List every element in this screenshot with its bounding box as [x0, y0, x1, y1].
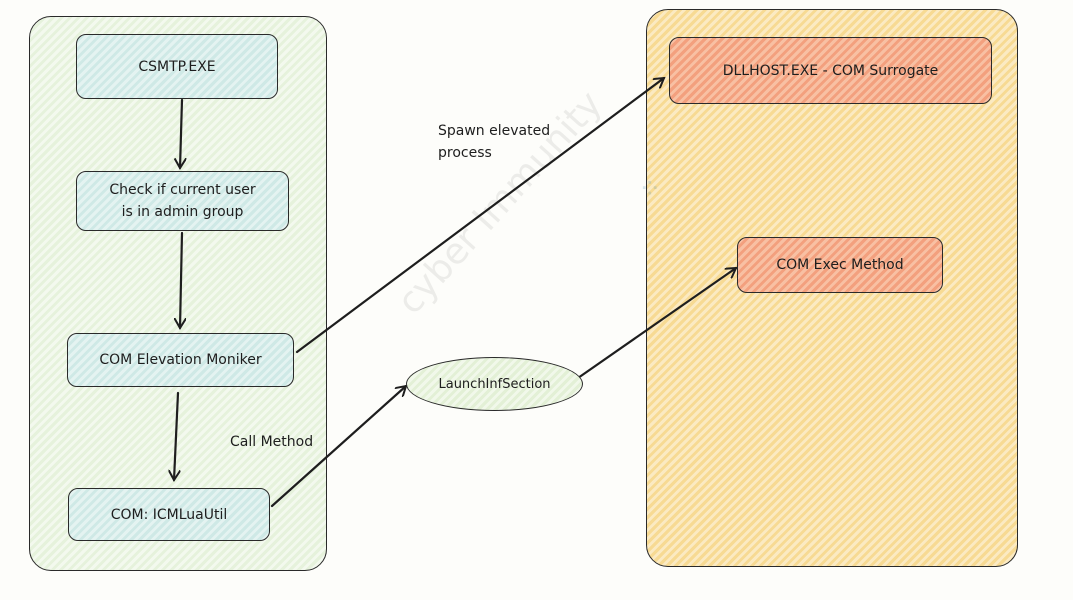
arrow-icmlua-to-launch: [270, 386, 406, 508]
arrow-elevation-to-icmlua: [174, 391, 178, 480]
dllhost-label: DLLHOST.EXE - COM Surrogate: [722, 62, 939, 79]
arrow-launch-to-exec: [576, 268, 736, 380]
com-exec-method-node: COM Exec Method: [737, 237, 943, 293]
com-exec-method-label: COM Exec Method: [776, 257, 904, 273]
spawn-edge-label-line1: Spawn elevated: [438, 123, 551, 139]
network-nodes-icon: ⁘: [638, 172, 662, 205]
check-admin-node: Check if current user is in admin group: [76, 171, 289, 231]
icmluautil-label: COM: ICMLuaUtil: [110, 506, 228, 523]
icmluautil-node: COM: ICMLuaUtil: [68, 488, 270, 541]
spawn-edge-label-line2: process: [438, 145, 492, 161]
arrow-check-to-elevation: [180, 231, 182, 328]
arrow-elevation-to-dllhost: [295, 78, 664, 354]
elevation-moniker-node: COM Elevation Moniker: [67, 333, 294, 387]
launchinfsection-label: LaunchInfSection: [438, 376, 551, 392]
arrow-csmtp-to-check: [180, 98, 182, 168]
elevation-moniker-label: COM Elevation Moniker: [99, 352, 262, 368]
csmtp-label: CSMTP.EXE: [138, 58, 216, 75]
dllhost-node: DLLHOST.EXE - COM Surrogate: [669, 37, 992, 104]
call-method-edge-label: Call Method: [230, 434, 314, 450]
check-admin-label-line2: is in admin group: [121, 204, 244, 220]
check-admin-label-line1: Check if current user: [109, 182, 256, 198]
csmtp-node: CSMTP.EXE: [76, 34, 278, 99]
spawn-edge-label: Spawn elevated process: [438, 120, 550, 164]
launchinfsection-node: LaunchInfSection: [406, 357, 583, 411]
